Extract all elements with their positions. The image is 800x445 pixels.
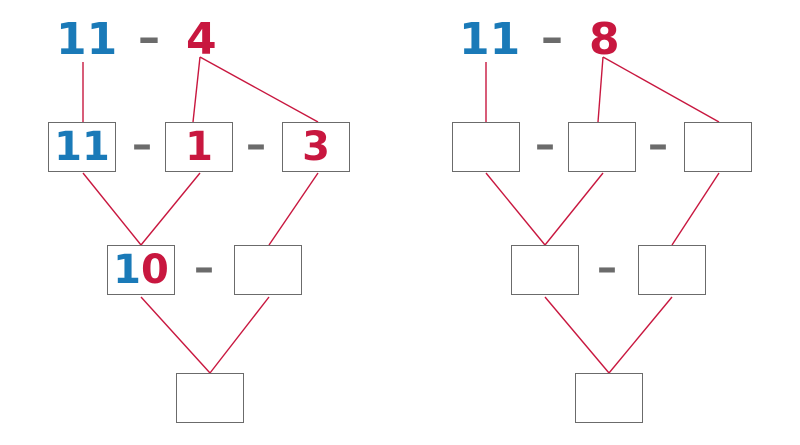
right-top-subtrahend: 8: [589, 14, 620, 65]
right-row1-box3[interactable]: [684, 122, 752, 172]
left-row1-minus2: –: [246, 122, 266, 168]
right-line-r1b: [544, 172, 604, 246]
left-row1-box3-value: 3: [302, 124, 330, 170]
right-row2-minus: –: [597, 245, 617, 291]
left-top-subtrahend: 4: [186, 14, 217, 65]
right-line-b2: [602, 56, 720, 123]
left-row2-minus: –: [194, 245, 214, 291]
left-row1-box1-value: 11: [54, 124, 110, 170]
left-line-r1a: [82, 172, 142, 246]
left-line-b1: [192, 56, 201, 123]
left-row2-box1-tens: 1: [113, 247, 141, 293]
left-row2-box2[interactable]: [234, 245, 302, 295]
right-row3-box[interactable]: [575, 373, 643, 423]
left-row1-minus1: –: [132, 122, 152, 168]
right-row1-minus1: –: [535, 122, 555, 168]
left-row1-box2-value: 1: [185, 124, 213, 170]
right-line-r1a: [485, 172, 546, 246]
left-row1-box1[interactable]: 11: [48, 122, 116, 172]
left-line-r1b: [140, 172, 201, 246]
right-top-minus: –: [541, 12, 563, 63]
left-row1-box2[interactable]: 1: [165, 122, 233, 172]
right-line-b1: [597, 56, 604, 123]
right-row2-box2[interactable]: [638, 245, 706, 295]
right-line-r2b: [608, 296, 673, 374]
left-top-minus: –: [138, 12, 160, 63]
left-line-r2b: [209, 296, 270, 374]
left-row3-box[interactable]: [176, 373, 244, 423]
right-line-r2a: [544, 296, 610, 374]
right-row1-box2[interactable]: [568, 122, 636, 172]
right-row1-box1[interactable]: [452, 122, 520, 172]
right-top-minuend: 11: [459, 14, 521, 65]
right-row2-box1[interactable]: [511, 245, 579, 295]
right-row1-minus2: –: [648, 122, 668, 168]
left-top-minuend: 11: [56, 14, 118, 65]
left-row2-box1-ones: 0: [141, 247, 169, 293]
left-line-r2a: [140, 296, 211, 374]
left-line-b2: [199, 56, 319, 123]
right-line-r1c: [671, 172, 720, 246]
left-row1-box3[interactable]: 3: [282, 122, 350, 172]
left-line-r1c: [268, 172, 319, 246]
